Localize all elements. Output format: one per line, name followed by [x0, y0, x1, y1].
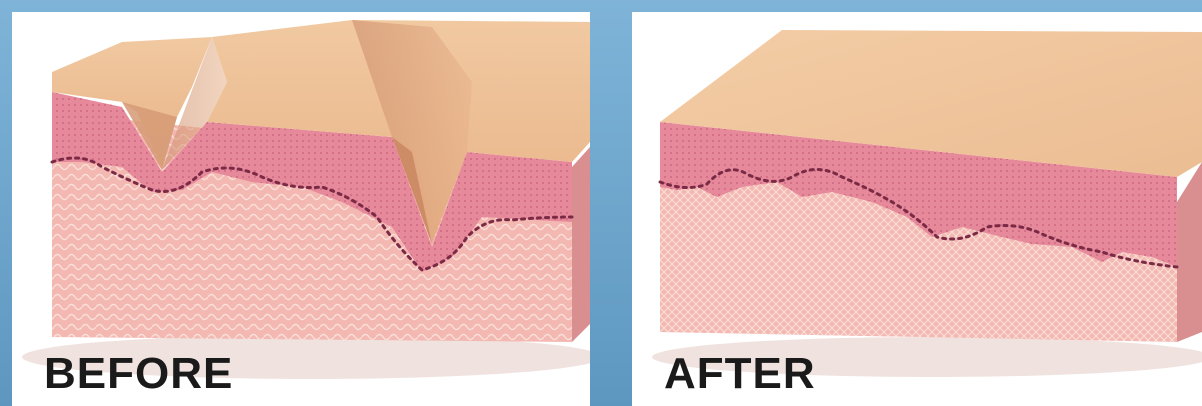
before-skin-illustration: [12, 12, 590, 406]
side-face: [572, 147, 590, 342]
before-label: BEFORE: [44, 352, 233, 396]
side-face: [1177, 162, 1202, 342]
after-skin-illustration: [632, 12, 1202, 406]
after-label: AFTER: [664, 352, 816, 396]
after-panel: AFTER: [632, 12, 1202, 406]
before-panel: BEFORE: [12, 12, 590, 406]
